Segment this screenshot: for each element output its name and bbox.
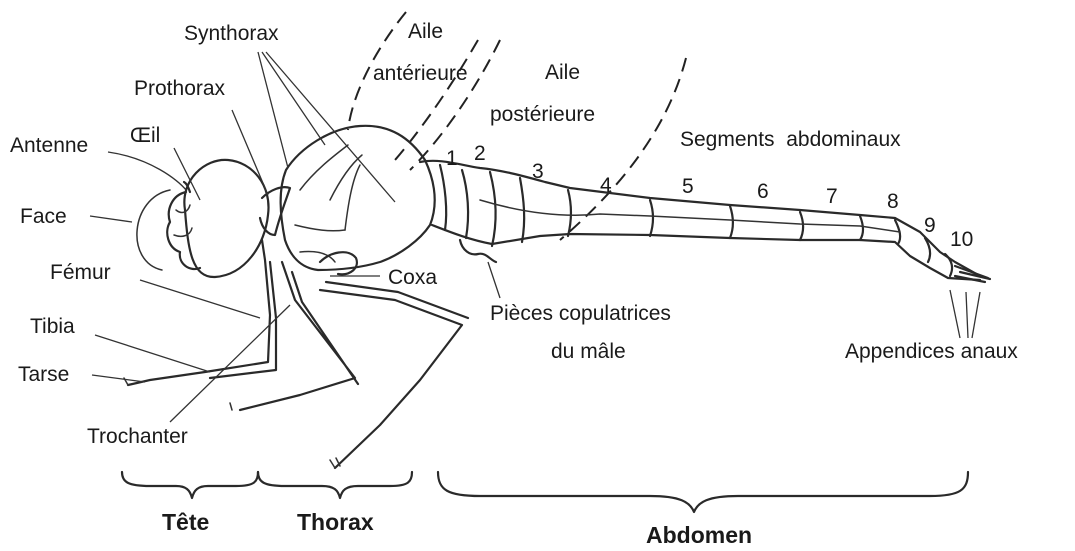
abdomen [420, 161, 990, 282]
label-prothorax: Prothorax [134, 77, 226, 100]
segment-number-9: 9 [924, 214, 936, 237]
synthorax-suture-1 [300, 145, 362, 230]
label-aile-anterieure-line2: antérieure [373, 62, 468, 85]
label-appendices-anaux: Appendices anaux [845, 340, 1018, 363]
segment-number-5: 5 [682, 175, 694, 198]
abdomen-lower-edge [432, 225, 980, 280]
label-oeil: Œil [130, 124, 160, 147]
label-tarse: Tarse [18, 363, 69, 386]
face-bracket [137, 190, 170, 270]
hind-leg [320, 282, 468, 468]
segment-number-10: 10 [950, 228, 973, 251]
label-segments-abdominaux: Segments abdominaux [680, 128, 901, 151]
prothorax [260, 187, 290, 235]
label-aile-posterieure-line2: postérieure [490, 103, 595, 126]
head [137, 160, 269, 277]
label-antenne: Antenne [10, 134, 88, 157]
label-aile-posterieure-line1: Aile [545, 61, 580, 84]
label-femur: Fémur [50, 261, 111, 284]
eye-outline [184, 160, 268, 277]
posterior-wing-dash [560, 58, 686, 240]
synthorax-outline [281, 126, 435, 270]
segment-number-2: 2 [474, 142, 486, 165]
label-coxa: Coxa [388, 266, 437, 289]
segment-number-8: 8 [887, 190, 899, 213]
segment-number-4: 4 [600, 174, 612, 197]
segment-number-1: 1 [446, 147, 458, 170]
wing-outlines [348, 12, 686, 240]
region-braces [122, 472, 968, 512]
brace-abdomen [438, 472, 968, 512]
segment-number-3: 3 [532, 160, 544, 183]
segment-dividers [440, 165, 952, 276]
label-trochanter: Trochanter [87, 425, 188, 448]
brace-thorax [258, 472, 412, 498]
labels: Synthorax Aile antérieure Aile postérieu… [10, 20, 1018, 448]
label-pieces-copulatrices-line2: du mâle [551, 340, 626, 363]
label-thorax: Thorax [297, 509, 374, 535]
synthorax-suture-2 [295, 225, 345, 262]
segment-number-6: 6 [757, 180, 769, 203]
brace-tete [122, 472, 258, 498]
label-tete: Tête [162, 509, 209, 535]
label-pieces-copulatrices-line1: Pièces copulatrices [490, 302, 671, 325]
segment-numbers: 1 2 3 4 5 6 7 8 9 10 [446, 142, 973, 251]
front-leg [128, 240, 276, 385]
region-labels: Tête Thorax Abdomen [162, 509, 752, 548]
label-abdomen: Abdomen [646, 522, 752, 548]
label-face: Face [20, 205, 67, 228]
label-aile-anterieure-line1: Aile [408, 20, 443, 43]
label-tibia: Tibia [30, 315, 75, 338]
thorax [260, 126, 435, 274]
face-detail [174, 205, 192, 236]
label-synthorax: Synthorax [184, 22, 279, 45]
segment-number-7: 7 [826, 185, 838, 208]
